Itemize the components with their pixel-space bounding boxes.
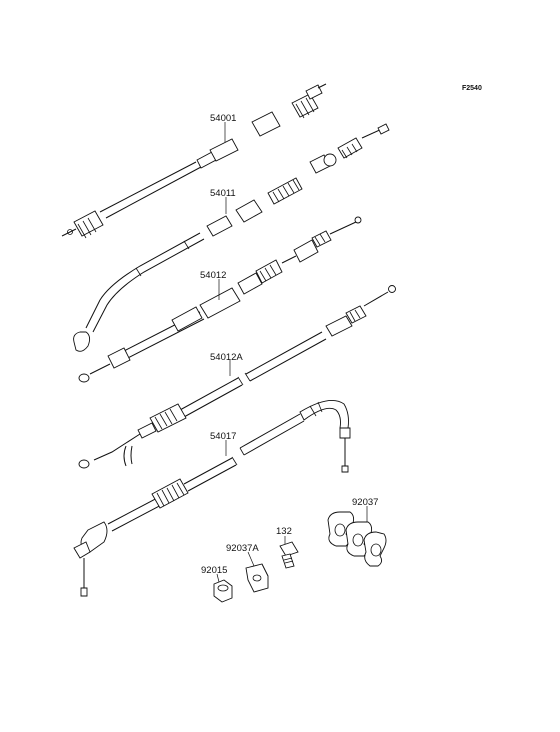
part-label-92015: 92015 — [201, 565, 227, 576]
leader-92037a — [247, 551, 255, 567]
clamp-92037[interactable] — [327, 511, 387, 567]
cable-54012a[interactable] — [78, 285, 396, 469]
leader-92015 — [216, 573, 220, 583]
nut-92015[interactable] — [213, 579, 233, 603]
cable-54001[interactable] — [61, 83, 327, 239]
part-label-54012a: 54012A — [210, 352, 243, 363]
cable-54017[interactable] — [73, 399, 351, 597]
part-label-92037: 92037 — [352, 497, 378, 508]
figure-code: F2540 — [462, 85, 482, 92]
part-label-54001: 54001 — [210, 113, 236, 124]
part-label-132: 132 — [276, 526, 292, 537]
bolt-132[interactable] — [279, 541, 299, 569]
clamp-92037a[interactable] — [245, 563, 269, 593]
part-label-92037a: 92037A — [226, 543, 259, 554]
cable-54011[interactable] — [73, 123, 390, 352]
part-label-54017: 54017 — [210, 431, 236, 442]
part-label-54011: 54011 — [210, 188, 236, 199]
cable-54012[interactable] — [78, 216, 362, 383]
part-label-54012: 54012 — [200, 270, 226, 281]
